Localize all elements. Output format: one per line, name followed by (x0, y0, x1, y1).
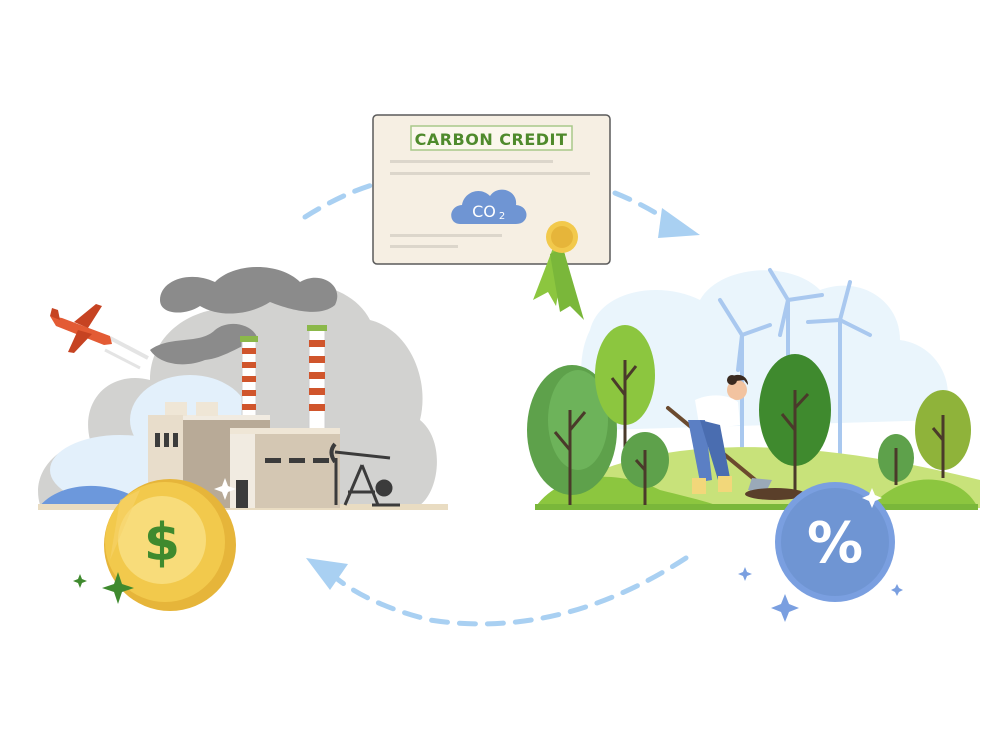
person-planting-icon (666, 374, 805, 500)
chimney-right (307, 325, 327, 431)
sparkle-icon (862, 488, 882, 508)
smoke-trail (150, 323, 258, 365)
wind-turbine-icon (806, 280, 872, 462)
tree-icon (915, 390, 971, 478)
airplane-icon (50, 304, 149, 370)
coin-icon: $ (104, 479, 236, 611)
arrow-to-industry (333, 555, 689, 627)
tree-icon (527, 365, 617, 505)
industry-scene: $ (38, 267, 448, 611)
sparkle-icon (73, 574, 87, 588)
co2-cloud-icon: CO 2 (451, 189, 527, 224)
tree-icon (595, 325, 655, 470)
smoke-plume (160, 267, 338, 314)
coin-dollar-symbol: $ (144, 513, 180, 573)
tree-icon (759, 354, 831, 492)
certificate-icon: CARBON CREDIT CO 2 (372, 114, 611, 320)
sparkle-icon (214, 478, 236, 500)
percent-symbol: % (807, 511, 863, 576)
sky-backdrop (581, 270, 948, 430)
tree-icon (878, 434, 914, 485)
co2-subscript: 2 (499, 211, 505, 222)
sparkle-icon (891, 584, 903, 596)
chimney-left (240, 336, 258, 421)
forest-scene: % (527, 268, 980, 622)
hill-right (870, 479, 978, 508)
sparkle-icon (738, 567, 752, 581)
ground-base (535, 504, 978, 510)
percent-badge-icon: % (775, 482, 895, 602)
certificate-title: CARBON CREDIT (415, 130, 568, 149)
sparkle-icon (102, 572, 134, 604)
arrowhead-right (658, 208, 700, 238)
sparkle-icon (771, 594, 799, 622)
arrowhead-left (306, 558, 348, 590)
tree-icon (621, 432, 669, 505)
ribbon-seal-icon (533, 221, 584, 320)
co2-label: CO (472, 202, 496, 221)
oil-pump-icon (329, 442, 400, 507)
arrow-to-certificate (302, 182, 375, 220)
